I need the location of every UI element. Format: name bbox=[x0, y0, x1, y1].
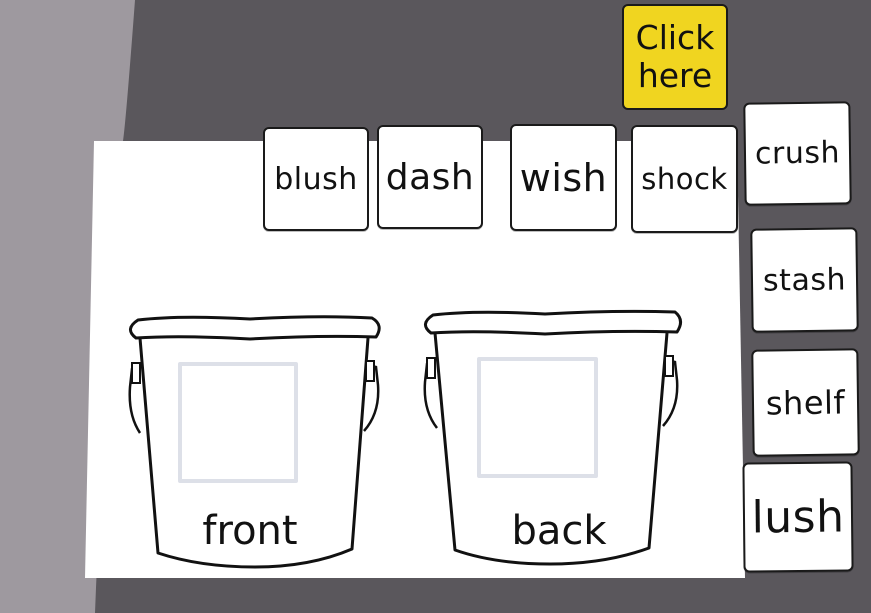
word-tile-label: shelf bbox=[765, 382, 846, 423]
word-tile-wish[interactable]: wish bbox=[510, 124, 617, 231]
bucket-back-label: back bbox=[511, 508, 607, 554]
word-tile-label: wish bbox=[519, 155, 608, 200]
word-tile-label: shock bbox=[641, 162, 728, 196]
bucket-back-outline-icon bbox=[423, 309, 682, 566]
word-tile-label: stash bbox=[762, 261, 847, 299]
click-here-line1: Click bbox=[635, 18, 715, 57]
word-tile-shock[interactable]: shock bbox=[631, 125, 738, 233]
word-tile-blush[interactable]: blush bbox=[263, 127, 369, 231]
word-tile-shelf[interactable]: shelf bbox=[751, 348, 860, 457]
word-tile-label: lush bbox=[751, 491, 845, 543]
word-tile-stash[interactable]: stash bbox=[750, 227, 859, 333]
bucket-front[interactable]: front bbox=[120, 305, 390, 575]
bucket-back[interactable]: back bbox=[415, 300, 685, 570]
bucket-back-drop-slot[interactable] bbox=[477, 357, 598, 478]
word-tile-crush[interactable]: crush bbox=[743, 101, 852, 206]
click-here-button[interactable]: Click here bbox=[622, 4, 728, 110]
click-here-line2: here bbox=[637, 56, 713, 95]
word-tile-dash[interactable]: dash bbox=[377, 125, 483, 229]
word-tile-lush[interactable]: lush bbox=[742, 461, 854, 573]
bucket-front-outline-icon bbox=[128, 315, 381, 569]
word-tile-label: dash bbox=[385, 156, 475, 198]
word-tile-label: blush bbox=[274, 161, 358, 197]
word-tile-label: crush bbox=[754, 135, 841, 172]
bucket-front-drop-slot[interactable] bbox=[178, 362, 298, 483]
bucket-front-label: front bbox=[202, 508, 298, 554]
